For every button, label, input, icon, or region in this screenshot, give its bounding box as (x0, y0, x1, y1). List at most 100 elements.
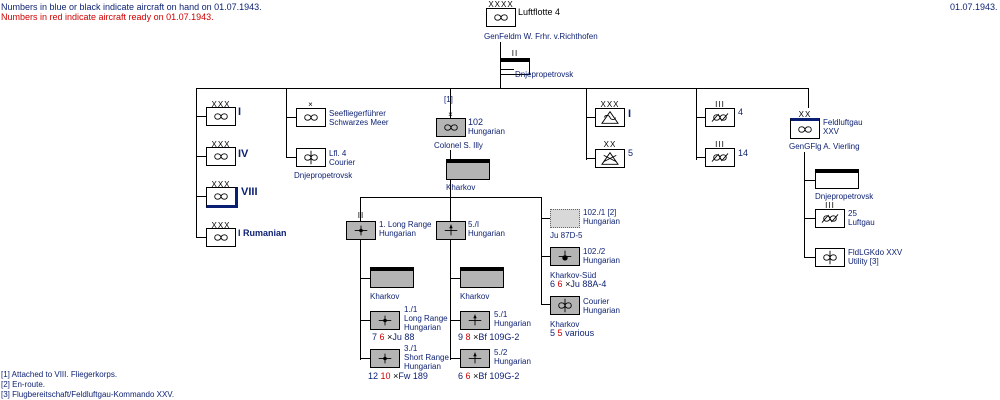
long-range-line1: 1. Long Range (379, 220, 432, 229)
feldluftgau-symbol (790, 118, 820, 139)
fighter-5-hq-place: Kharkov (460, 292, 490, 301)
lnr-14-label: 14 (738, 148, 749, 158)
ready: 6 (465, 371, 471, 381)
conn (450, 188, 451, 197)
echelon-mark: XX (798, 110, 812, 119)
conn (360, 358, 370, 359)
hcourier-symbol (550, 296, 580, 315)
conn (286, 157, 296, 158)
aircraft-type: Ju 88 (392, 332, 415, 342)
fighter-5-hq-symbol (460, 267, 504, 288)
echelon-mark: × (308, 100, 314, 109)
hungarian-hq-symbol (446, 159, 490, 180)
conn (450, 320, 460, 321)
f5-2-counts: 6 6 ×Bf 109G-2 (458, 372, 519, 381)
times: × (565, 279, 571, 289)
lf-hq-place: Dnjepropetrovsk (515, 70, 574, 79)
lr-3-1-l2: Hungarian (404, 362, 441, 371)
conn (804, 257, 815, 258)
ready: 5 (557, 328, 563, 338)
conn (286, 117, 296, 118)
hungarian-102-name: Hungarian (468, 127, 505, 136)
footnote-2: [2] En-route. (1, 380, 46, 389)
conn (696, 88, 697, 160)
conn (450, 278, 460, 279)
bomber-num: 102./2 (583, 247, 606, 256)
hungarian-commander: Colonel S. Illy (434, 141, 483, 150)
fighter-5-symbol (436, 221, 466, 240)
conn (286, 88, 287, 158)
lr-3-1-num: 3./1 (404, 344, 418, 353)
times: × (387, 332, 393, 342)
conn (500, 69, 514, 70)
echelon-mark: II (357, 211, 365, 220)
hungarian-102-num: 102 (468, 117, 484, 127)
long-range-line2: Hungarian (379, 229, 416, 238)
note-red: Numbers in red indicate aircraft ready o… (1, 12, 214, 22)
echelon-mark: XX (603, 140, 617, 149)
lr-3-1-l1: Short Range (404, 353, 449, 362)
courier-place: Dnjepropetrovsk (294, 171, 353, 180)
feldluftgau-hq-place: Dnjepropetrovsk (815, 192, 874, 201)
on-hand: 6 (458, 371, 464, 381)
aircraft-type: Bf 109G-2 (478, 332, 520, 342)
fighter-5-line1: 5./I (468, 220, 480, 229)
lr-3-1-symbol (370, 349, 400, 368)
lr-1-1-counts: 7 6 ×Ju 88 (372, 333, 414, 342)
korps-I-symbol (206, 107, 236, 126)
flak-5-label: 5 (628, 148, 634, 158)
korps-I-label: I (238, 106, 242, 118)
conn (808, 88, 809, 108)
hcourier-counts: 5 5 various (550, 329, 594, 338)
korps-IV-label: IV (238, 148, 249, 160)
flak-I-label: I (628, 108, 632, 120)
echelon-mark: XXX (211, 180, 231, 189)
ready: 10 (380, 371, 391, 381)
date-label: 01.07.1943. (950, 2, 998, 12)
conn (804, 180, 815, 181)
echelon-mark: XXX (211, 221, 231, 230)
flak-I-symbol (595, 108, 625, 127)
utility-symbol (815, 248, 845, 267)
bomber-symbol (550, 247, 580, 266)
luftgau-25-num: 25 (848, 209, 857, 218)
stuka-name: Hungarian (583, 217, 620, 226)
echelon-mark: I (449, 211, 453, 220)
seeflieger-line2: Schwarzes Meer (329, 118, 389, 127)
hungarian-footnote: [1] (444, 95, 453, 104)
f5-2-symbol (460, 349, 490, 368)
on-hand: 6 (550, 279, 556, 289)
f5-1-num: 5./1 (494, 310, 508, 319)
echelon-mark: II (511, 49, 519, 58)
conn (196, 156, 206, 157)
echelon-mark: XXXX (488, 0, 514, 9)
footnote-3: [3] Flugbereitschaft/Feldluftgau-Kommand… (1, 390, 175, 399)
ready: 6 (379, 332, 385, 342)
hcourier-line1: Courier (583, 297, 610, 306)
lr-1-1-l2: Hungarian (404, 323, 441, 332)
utility-line1: FldLGKdo XXV (848, 248, 903, 257)
korps-VIII-label: VIII (241, 186, 258, 198)
conn (541, 256, 550, 257)
bomber-name: Hungarian (583, 256, 620, 265)
conn (586, 117, 595, 118)
f5-1-symbol (460, 311, 490, 330)
times: × (393, 371, 399, 381)
long-range-hq-place: Kharkov (370, 292, 400, 301)
echelon-mark: × (448, 110, 454, 119)
seeflieger-line1: Seefliegerführer (329, 109, 386, 118)
lf-hq-symbol (500, 58, 530, 75)
times: × (473, 332, 479, 342)
on-hand: 9 (458, 332, 464, 342)
aircraft-type: various (565, 328, 595, 338)
on-hand: 7 (372, 332, 378, 342)
seeflieger-symbol (296, 108, 326, 127)
conn (196, 88, 197, 238)
f5-1-counts: 9 8 ×Bf 109G-2 (458, 333, 519, 342)
conn (586, 158, 595, 159)
hcourier-line2: Hungarian (583, 306, 620, 315)
korps-VIII-symbol (206, 187, 238, 208)
conn (541, 304, 550, 305)
courier-line1: Lfl. 4 (329, 149, 347, 158)
aircraft-type: Bf 109G-2 (478, 371, 520, 381)
